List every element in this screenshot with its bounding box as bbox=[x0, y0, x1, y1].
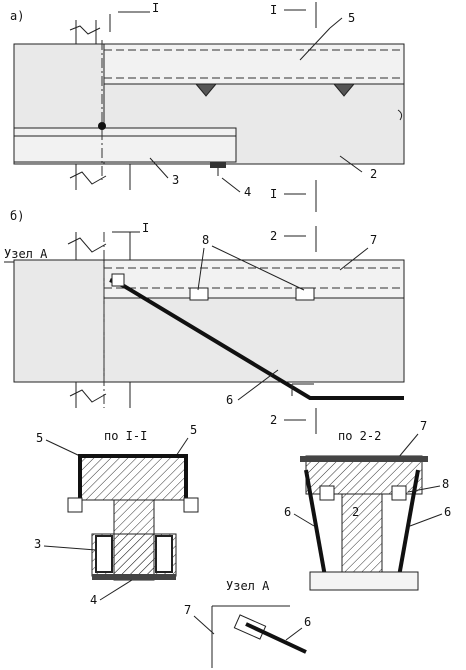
node-detail-title: Узел А bbox=[226, 579, 270, 593]
callout-7: 7 bbox=[370, 233, 377, 247]
section-1-title: по I-I bbox=[104, 429, 147, 443]
callout-5: 5 bbox=[348, 11, 355, 25]
callout-8-s2: 8 bbox=[442, 477, 449, 491]
column-b bbox=[13, 259, 107, 383]
part-a-label: а) bbox=[10, 9, 24, 23]
section-mark-I: I bbox=[152, 1, 159, 15]
callout-6: 6 bbox=[226, 393, 233, 407]
callout-2-s2: 2 bbox=[352, 505, 359, 519]
section-2-title: по 2-2 bbox=[338, 429, 381, 443]
node-a-detail: Узел А 7 6 bbox=[184, 579, 311, 668]
section-mark-I-right: I bbox=[270, 3, 277, 17]
callout-7-node: 7 bbox=[184, 603, 191, 617]
callout-5-left: 5 bbox=[36, 431, 43, 445]
callout-7-s2: 7 bbox=[420, 419, 427, 433]
callout-6-right: 6 bbox=[444, 505, 451, 519]
callout-8: 8 bbox=[202, 233, 209, 247]
callout-3: 3 bbox=[172, 173, 179, 187]
callout-6-node: 6 bbox=[304, 615, 311, 629]
callout-6-left: 6 bbox=[284, 505, 291, 519]
callout-3-s1: 3 bbox=[34, 537, 41, 551]
crossbar-3 bbox=[13, 127, 237, 163]
section-1-1: по I-I 5 5 3 4 bbox=[34, 423, 199, 607]
section-mark-I-b: I bbox=[142, 221, 149, 235]
beam-5 bbox=[103, 43, 405, 85]
callout-2: 2 bbox=[370, 167, 377, 181]
section-mark-2-top: 2 bbox=[270, 229, 277, 243]
part-b-elevation: б) Узел А I 2 2 8 7 bbox=[4, 209, 405, 434]
callout-5-right: 5 bbox=[190, 423, 197, 437]
section-2-2: по 2-2 7 2 8 6 6 bbox=[284, 419, 451, 591]
section-mark-2-bottom: 2 bbox=[270, 413, 277, 427]
part-a-elevation: а) I I I 5 bbox=[10, 1, 405, 212]
section-mark-I-bottom: I bbox=[270, 187, 277, 201]
node-label: Узел А bbox=[4, 247, 48, 261]
callout-4-s1: 4 bbox=[90, 593, 97, 607]
part-b-label: б) bbox=[10, 209, 24, 223]
callout-4: 4 bbox=[244, 185, 251, 199]
